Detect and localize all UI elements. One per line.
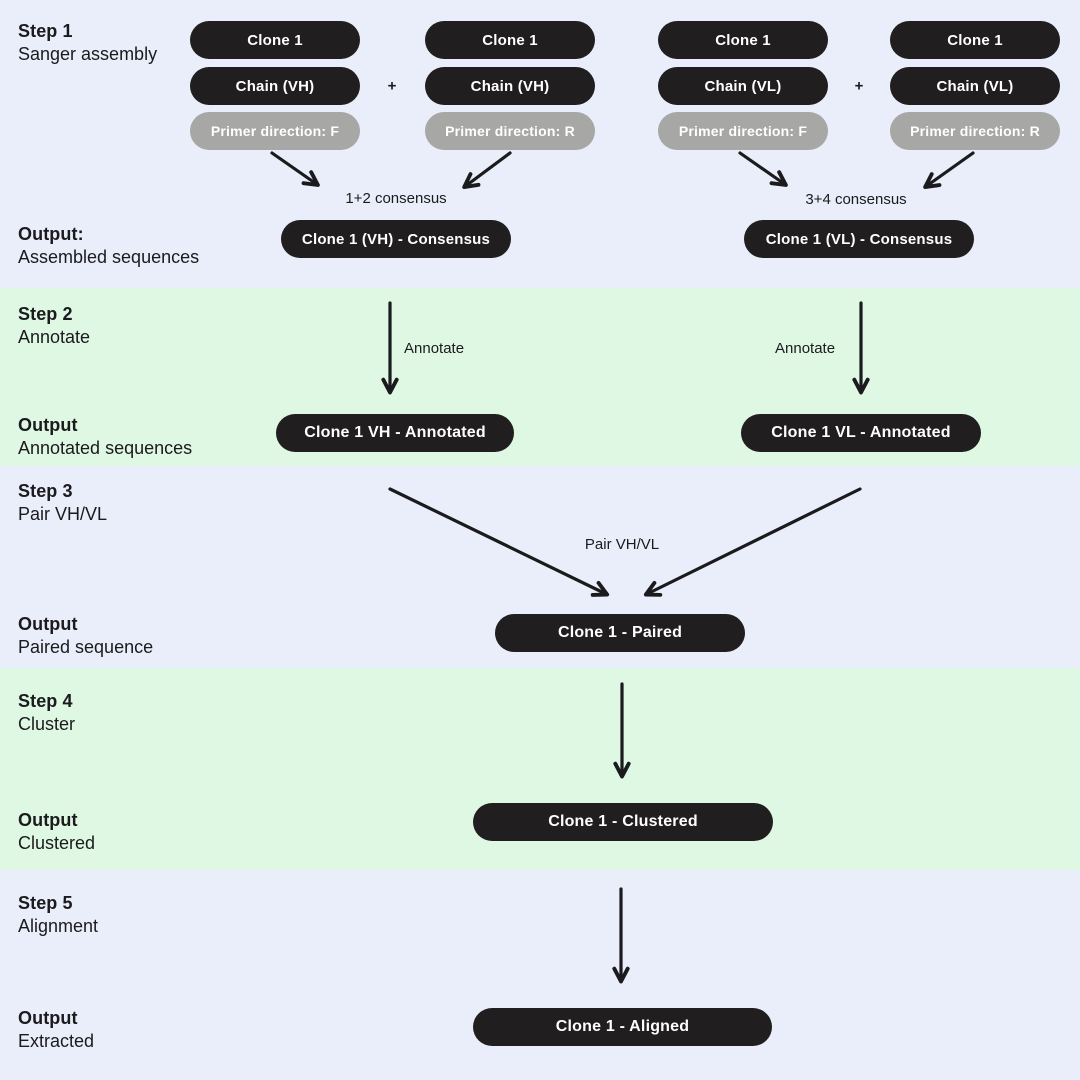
step1-output-title: Output: [18, 224, 84, 244]
step2-output-subtitle: Annotated sequences [18, 438, 193, 458]
pill-primer-col3: Primer direction: F [658, 112, 828, 150]
step2-title: Step 2 [18, 304, 73, 324]
pill-clustered: Clone 1 - Clustered [473, 803, 773, 841]
pill-paired: Clone 1 - Paired [495, 614, 745, 652]
pill-clone-col2: Clone 1 [425, 21, 595, 59]
step5-title: Step 5 [18, 893, 73, 913]
step3-title: Step 3 [18, 481, 73, 501]
pill-clone-col3: Clone 1 [658, 21, 828, 59]
pill-primer-col1: Primer direction: F [190, 112, 360, 150]
step4-output-title: Output [18, 810, 78, 830]
step5-section-bg [0, 870, 1080, 1080]
consensus-label-1: 1+2 consensus [345, 190, 447, 207]
step3-output-subtitle: Paired sequence [18, 637, 154, 657]
pill-consensus-vh: Clone 1 (VH) - Consensus [281, 220, 511, 258]
step5-output-title: Output [18, 1008, 78, 1028]
pill-chain-col1: Chain (VH) [190, 67, 360, 105]
pill-consensus-vl: Clone 1 (VL) - Consensus [744, 220, 974, 258]
pill-primer-col4: Primer direction: R [890, 112, 1060, 150]
step2-output-title: Output [18, 415, 78, 435]
step4-subtitle: Cluster [18, 714, 76, 734]
step1-output-subtitle: Assembled sequences [18, 247, 200, 267]
pill-annotated-vl: Clone 1 VL - Annotated [741, 414, 981, 452]
step1-label-block: Step 1 Sanger assembly [18, 20, 157, 66]
step5-subtitle: Alignment [18, 916, 99, 936]
consensus-label-2: 3+4 consensus [805, 191, 907, 208]
pill-chain-col2: Chain (VH) [425, 67, 595, 105]
step3-output-block: Output Paired sequence [18, 613, 153, 659]
step3-output-title: Output [18, 614, 78, 634]
annotate-label-left: Annotate [404, 340, 465, 357]
step4-label-block: Step 4 Cluster [18, 690, 75, 736]
step5-output-block: Output Extracted [18, 1007, 94, 1053]
step1-subtitle: Sanger assembly [18, 44, 158, 64]
step1-title: Step 1 [18, 21, 73, 41]
pill-clone-col1: Clone 1 [190, 21, 360, 59]
step2-output-block: Output Annotated sequences [18, 414, 192, 460]
pill-chain-col4: Chain (VL) [890, 67, 1060, 105]
step4-title: Step 4 [18, 691, 73, 711]
step5-output-subtitle: Extracted [18, 1031, 95, 1051]
step5-label-block: Step 5 Alignment [18, 892, 98, 938]
step4-output-subtitle: Clustered [18, 833, 96, 853]
step3-subtitle: Pair VH/VL [18, 504, 108, 524]
pill-aligned: Clone 1 - Aligned [473, 1008, 772, 1046]
plus-sign-2: + [854, 77, 864, 95]
plus-sign-1: + [387, 77, 397, 95]
pill-clone-col4: Clone 1 [890, 21, 1060, 59]
step4-output-block: Output Clustered [18, 809, 95, 855]
pill-primer-col2: Primer direction: R [425, 112, 595, 150]
step2-subtitle: Annotate [18, 327, 91, 347]
step2-label-block: Step 2 Annotate [18, 303, 90, 349]
pill-chain-col3: Chain (VL) [658, 67, 828, 105]
step3-label-block: Step 3 Pair VH/VL [18, 480, 107, 526]
step1-output-block: Output: Assembled sequences [18, 223, 199, 269]
pill-annotated-vh: Clone 1 VH - Annotated [276, 414, 514, 452]
pair-label: Pair VH/VL [584, 536, 660, 553]
annotate-label-right: Annotate [775, 340, 836, 357]
